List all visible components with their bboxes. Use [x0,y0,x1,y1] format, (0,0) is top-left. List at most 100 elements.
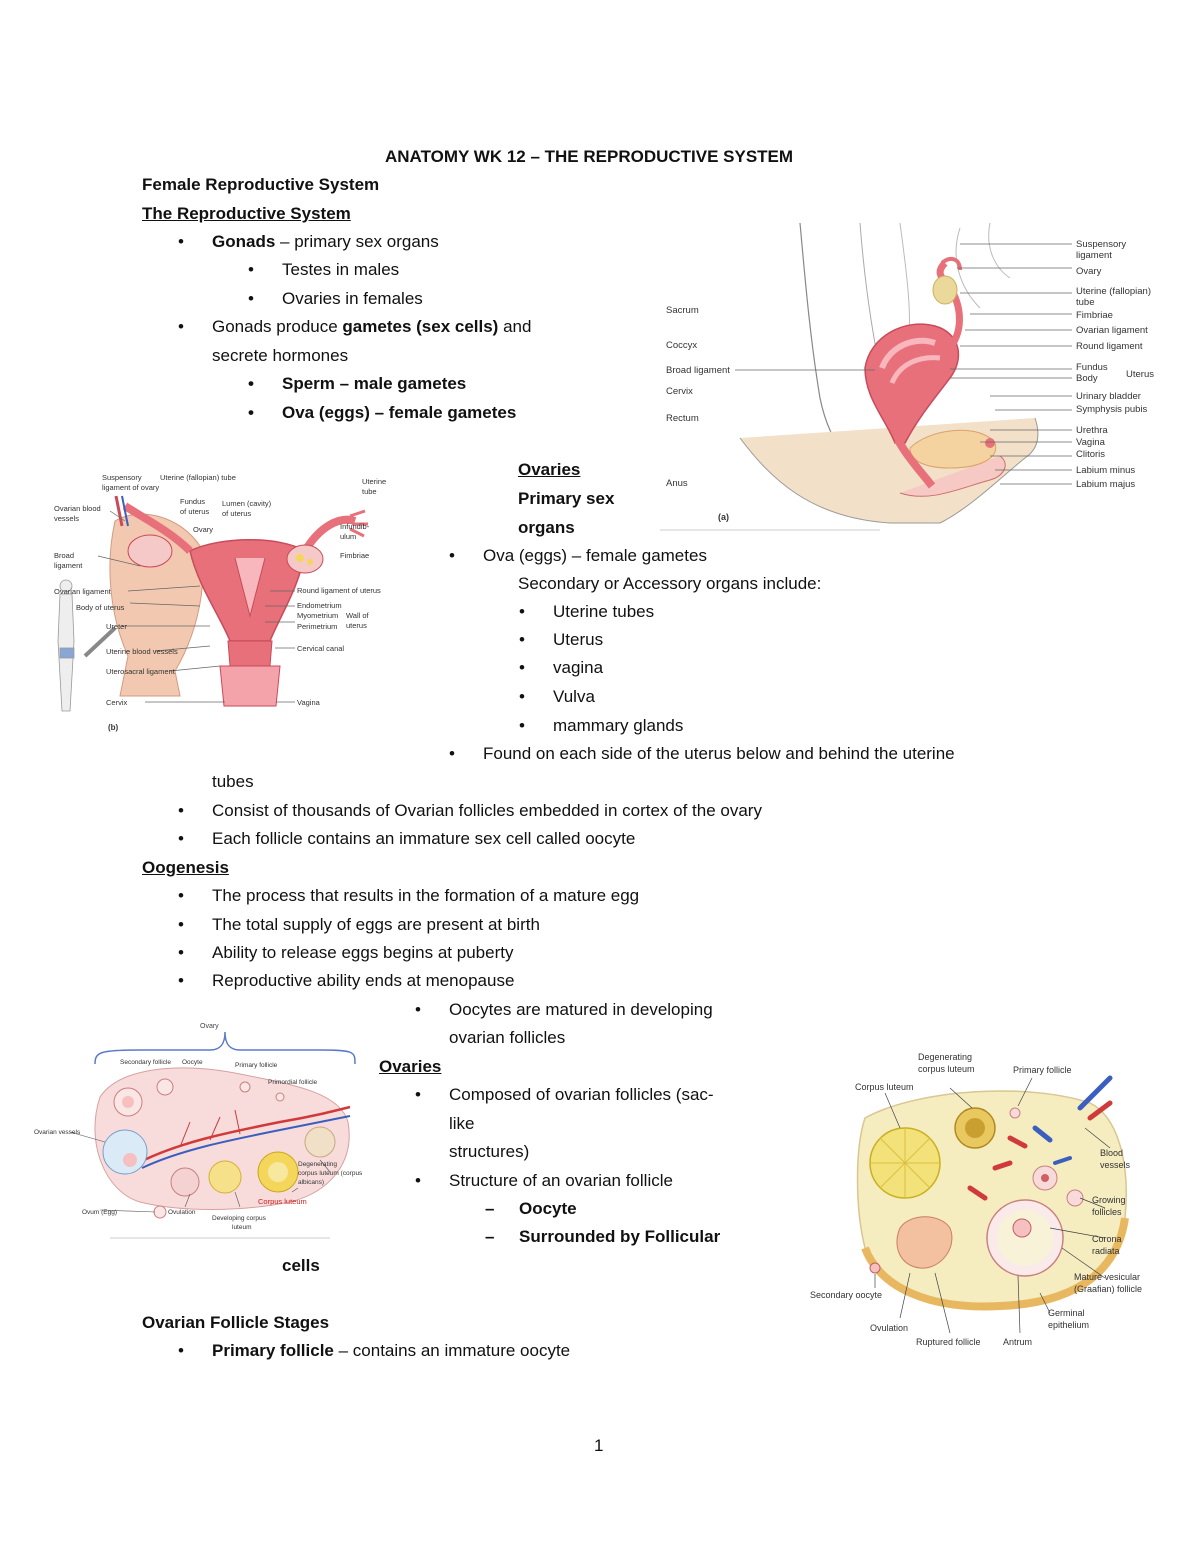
label: Secondary follicle [120,1059,171,1066]
label: (Graafian) follicle [1074,1284,1142,1294]
label: Mature vesicular [1074,1272,1140,1282]
label: corpus luteum (corpus [298,1170,363,1177]
label: epithelium [1048,1320,1089,1330]
label: Ovulation [870,1323,908,1333]
list-item-ova-female: Ova (eggs) – female gametes [449,545,707,567]
label: Primordial follicle [268,1079,318,1086]
label: corpus luteum [918,1064,975,1074]
label: Broad ligament [666,365,730,376]
label: Ovarian ligament [1076,325,1148,336]
label: Uterus [1126,369,1154,380]
label: Corona [1092,1234,1122,1244]
label: Developing corpus [212,1215,267,1222]
list-item-accessory-organ: Uterus [519,629,603,651]
list-item-accessory-organ: Vulva [519,686,595,708]
label: Ovarian vessels [34,1129,81,1136]
figure-tag: (a) [718,512,729,522]
heading-oogenesis: Oogenesis [142,858,229,877]
label: Broad [54,551,74,560]
label: Round ligament [1076,341,1143,352]
label: Urethra [1076,425,1108,436]
label: Myometrium [297,611,338,620]
list-item-oogenesis: Ability to release eggs begins at pubert… [178,942,514,964]
label: Labium minus [1076,465,1135,476]
label: Suspensory [1076,239,1126,250]
list-item-oogenesis: The total supply of eggs are present at … [178,914,540,936]
heading-follicle-stages: Ovarian Follicle Stages [142,1313,330,1332]
label: Uterine (fallopian) [1076,286,1151,297]
list-item-oogenesis: The process that results in the formatio… [178,885,639,907]
label: Uterosacral ligament [106,667,176,676]
text-like: like [449,1114,475,1133]
label: Oocyte [182,1059,203,1066]
label: ligament [54,561,83,570]
label: ulum [340,532,356,541]
list-item-testes: Testes in males [248,259,399,281]
label: Ovarian ligament [54,587,112,596]
list-item-surrounded: Surrounded by Follicular [485,1226,720,1248]
page-title: ANATOMY WK 12 – THE REPRODUCTIVE SYSTEM [385,147,794,166]
label: Cervical canal [297,644,344,653]
label: Endometrium [297,601,342,610]
label: Primary follicle [1013,1065,1072,1075]
list-item-accessory-organ: mammary glands [519,715,683,737]
label: tube [362,487,377,496]
label: Body [1076,373,1098,384]
uterus-posterior-figure: Suspensory ligament of ovary Uterine (fa… [54,473,386,732]
text-ovarian-follicles: ovarian follicles [449,1028,566,1047]
text-primary-sex: Primary sex [518,489,615,508]
list-item-gonads: Gonads – primary sex organs [178,231,439,253]
label: Vagina [297,698,321,707]
list-item-each-follicle: Each follicle contains an immature sex c… [178,828,635,850]
text-organs: organs [518,518,575,537]
label: albicans) [298,1179,324,1186]
ovary-cycle-figure: Ovary Secondary follicle Oocyte Primary … [34,1023,363,1239]
label: Anus [666,478,688,489]
list-item-ovaries-females: Ovaries in females [248,288,423,310]
heading-ovaries: Ovaries [518,460,581,479]
text-secondary-organs: Secondary or Accessory organs include: [518,574,822,593]
ovary-histology-figure: Degenerating corpus luteum Primary folli… [810,1052,1142,1347]
label: Uterine (fallopian) tube [160,473,236,482]
label: Blood [1100,1148,1123,1158]
label: Corpus luteum [258,1197,307,1206]
label: Symphysis pubis [1076,404,1148,415]
list-item-primary-follicle: Primary follicle – contains an immature … [178,1340,570,1362]
label: Degenerating [918,1052,972,1062]
page-number: 1 [594,1436,604,1455]
label: Perimetrium [297,622,337,631]
list-item-ova: Ova (eggs) – female gametes [248,402,516,424]
label: Primary follicle [235,1062,278,1069]
label: Secondary oocyte [810,1290,882,1300]
label: of uterus [180,507,209,516]
label: Suspensory [102,473,142,482]
label: ligament [1076,250,1112,261]
label: Ovulation [168,1209,196,1216]
list-item-consist: Consist of thousands of Ovarian follicle… [178,800,762,822]
list-item-gonads-produce: Gonads produce gametes (sex cells) and [178,316,531,338]
label: Uterine blood vessels [106,647,178,656]
label: Ruptured follicle [916,1337,981,1347]
label: Uterine [362,477,386,486]
label: ligament of ovary [102,483,159,492]
label: radiata [1092,1246,1120,1256]
label: Ovary [193,525,213,534]
label: Sacrum [666,305,699,316]
label: Fimbriae [1076,310,1113,321]
label: Infundib- [340,522,370,531]
list-item-found: Found on each side of the uterus below a… [449,743,955,765]
label: Body of uterus [76,603,125,612]
list-item-oocyte: Oocyte [485,1198,576,1220]
label: Wall of [346,611,370,620]
heading-reproductive-system: The Reproductive System [142,204,351,223]
list-item-structure-follicle: Structure of an ovarian follicle [415,1170,673,1192]
label: Cervix [666,386,693,397]
list-item-oocytes-matured: Oocytes are matured in developing [415,999,713,1021]
list-item-sperm: Sperm – male gametes [248,373,466,395]
label: Fimbriae [340,551,369,560]
label: vessels [1100,1160,1131,1170]
label: Degenerating [298,1161,337,1168]
list-item-composed: Composed of ovarian follicles (sac- [415,1084,714,1106]
label: luteum [232,1224,252,1231]
label: Ovarian blood [54,504,101,513]
